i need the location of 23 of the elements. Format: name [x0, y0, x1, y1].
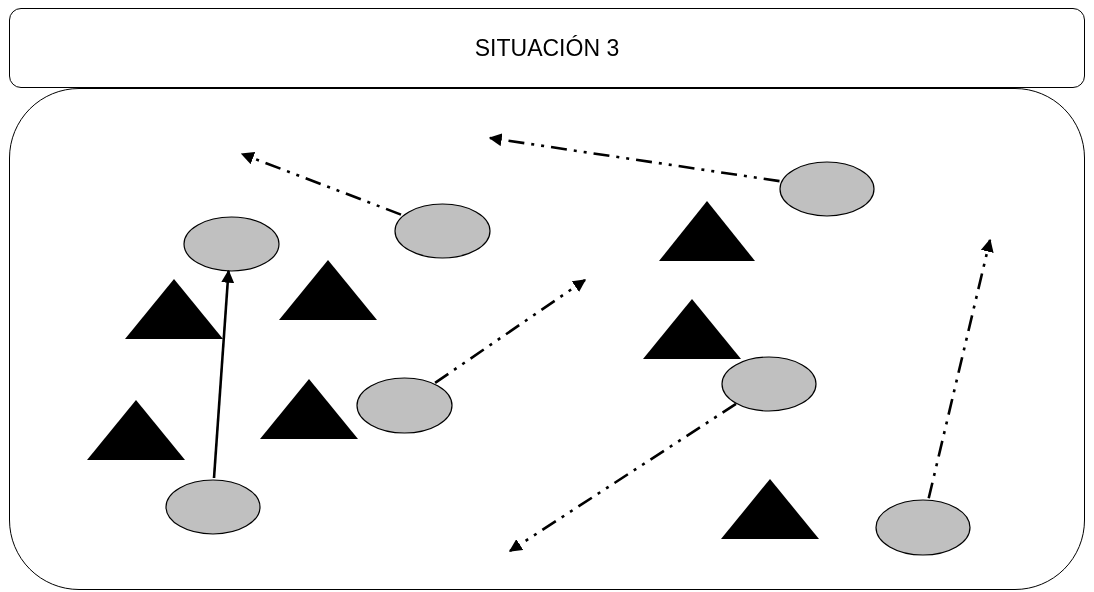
triangle-marker — [87, 400, 185, 460]
heading-text: SITUACIÓN 3 — [474, 34, 620, 62]
arrow — [212, 269, 235, 479]
ellipse-marker — [394, 203, 491, 259]
arrow — [240, 152, 402, 216]
ellipse-marker — [165, 479, 261, 535]
triangle-marker — [260, 379, 358, 439]
arrow — [927, 238, 994, 499]
arrow — [508, 402, 737, 553]
ellipse-marker — [183, 216, 280, 272]
ellipse-marker — [356, 377, 453, 434]
triangle-marker — [125, 279, 223, 339]
field-panel — [9, 88, 1085, 590]
heading-panel — [9, 8, 1085, 88]
triangle-marker — [721, 479, 819, 539]
arrow — [434, 278, 587, 384]
triangle-marker — [659, 201, 755, 261]
ellipse-marker — [779, 161, 875, 217]
ellipse-marker — [721, 356, 817, 412]
arrow — [488, 133, 780, 183]
ellipse-marker — [875, 499, 971, 556]
triangle-marker — [643, 299, 741, 359]
triangle-marker — [279, 260, 377, 320]
